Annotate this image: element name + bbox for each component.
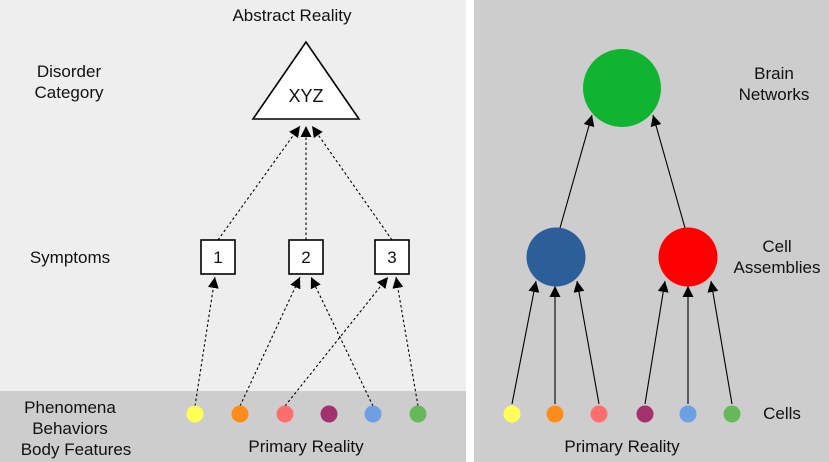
disorder-category-triangle <box>251 40 361 120</box>
phenomena-to-symptom-arrows <box>194 276 419 407</box>
cell-dot-yellow <box>503 405 521 423</box>
arrow-blue-to-symptom2 <box>310 276 374 407</box>
phenomena-label-line3: Body Features <box>21 440 132 459</box>
cell-assembly-red-node <box>658 227 718 287</box>
arrow-red-assembly-to-network <box>650 114 686 229</box>
phenomenon-dot-yellow <box>186 405 204 423</box>
disorder-category-label-line2: Category <box>35 83 104 102</box>
primary-reality-band <box>0 391 466 462</box>
cell-dot-orange <box>546 405 564 423</box>
symptom-box-1: 1 <box>200 239 236 275</box>
disorder-category-label-line1: Disorder <box>37 62 102 81</box>
arrow-cell-green-to-red <box>707 280 733 405</box>
symptom-box-3-label: 3 <box>387 248 396 267</box>
cell-assemblies-label-line1: Cell <box>762 237 791 256</box>
symptoms-label: Symptoms <box>30 248 110 267</box>
left-panel: Abstract Reality Disorder Category XYZ S… <box>0 0 466 462</box>
arrow-cell-pink-to-blue <box>573 280 600 405</box>
cells-label: Cells <box>763 404 801 423</box>
arrow-symptom3-to-category <box>311 125 393 241</box>
symptom-box-1-label: 1 <box>213 248 222 267</box>
cell-dot-green <box>723 405 741 423</box>
abstract-reality-title: Abstract Reality <box>232 6 352 25</box>
brain-networks-label-line1: Brain <box>754 64 794 83</box>
phenomenon-dot-green <box>409 405 427 423</box>
cell-dots <box>503 405 741 423</box>
right-primary-reality-label: Primary Reality <box>564 437 680 456</box>
cell-assemblies-label-line2: Assemblies <box>734 258 821 277</box>
phenomena-label-line1: Phenomena <box>24 398 116 417</box>
symptom-box-3: 3 <box>374 239 410 275</box>
cell-dot-blue <box>679 405 697 423</box>
arrow-blue-assembly-to-network <box>559 114 595 229</box>
right-arrows <box>511 114 733 405</box>
symptom-to-category-arrows <box>217 125 393 241</box>
cell-assembly-blue-node <box>526 227 586 287</box>
arrow-cell-yellow-to-blue <box>511 280 540 405</box>
symptom-box-2: 2 <box>288 239 324 275</box>
cell-dot-pink <box>590 405 608 423</box>
symptom-box-2-label: 2 <box>301 248 310 267</box>
triangle-label: XYZ <box>288 86 323 106</box>
cell-dot-purple <box>636 405 654 423</box>
phenomena-label-line2: Behaviors <box>32 419 108 438</box>
right-panel: Brain Networks Cell Assemblies Cells Pri… <box>474 0 829 462</box>
arrow-green-to-symptom3 <box>392 276 419 407</box>
phenomenon-dot-purple <box>320 405 338 423</box>
left-primary-reality-label: Primary Reality <box>248 437 364 456</box>
phenomenon-dot-pink <box>276 405 294 423</box>
phenomena-dots <box>186 405 427 423</box>
arrow-symptom1-to-category <box>217 125 301 241</box>
arrow-orange-to-symptom2 <box>239 276 301 407</box>
arrow-yellow-to-symptom1 <box>194 276 219 407</box>
arrow-cell-purple-to-red <box>644 280 669 405</box>
phenomenon-dot-orange <box>231 405 249 423</box>
left-panel-background <box>0 0 466 462</box>
brain-networks-label-line2: Networks <box>739 85 810 104</box>
brain-network-node <box>583 49 661 127</box>
phenomenon-dot-blue <box>364 405 382 423</box>
